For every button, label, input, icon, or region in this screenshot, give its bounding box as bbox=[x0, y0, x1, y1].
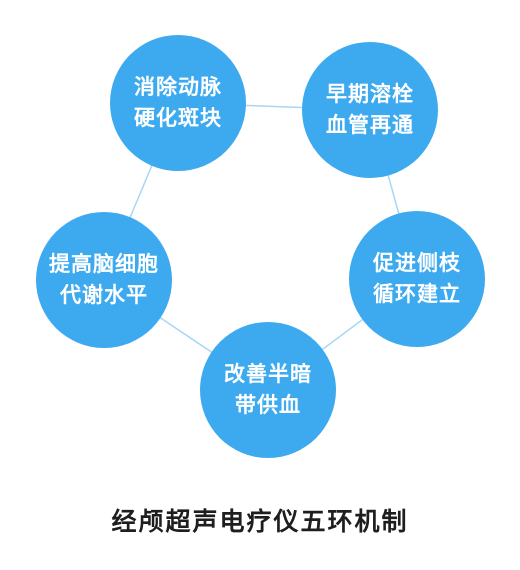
node-brain-metabolism: 提高脑细胞 代谢水平 bbox=[36, 212, 172, 348]
node-label-line-1: 早期溶栓 bbox=[326, 82, 414, 106]
node-label: 促进侧枝 循环建立 bbox=[373, 248, 461, 310]
node-label-line-1: 促进侧枝 bbox=[373, 251, 461, 275]
node-collateral-circulation: 促进侧枝 循环建立 bbox=[349, 211, 485, 347]
node-label-line-2: 循环建立 bbox=[373, 282, 461, 306]
node-label-line-2: 代谢水平 bbox=[60, 283, 148, 307]
node-label: 消除动脉 硬化斑块 bbox=[134, 72, 222, 134]
node-penumbra-perfusion: 改善半暗 带供血 bbox=[200, 322, 336, 458]
node-label-line-2: 血管再通 bbox=[326, 113, 414, 137]
node-label: 提高脑细胞 代谢水平 bbox=[49, 249, 159, 311]
node-label-line-1: 消除动脉 bbox=[134, 75, 222, 99]
node-label: 早期溶栓 血管再通 bbox=[326, 79, 414, 141]
node-remove-plaque: 消除动脉 硬化斑块 bbox=[110, 35, 246, 171]
node-label: 改善半暗 带供血 bbox=[224, 359, 312, 421]
node-label-line-1: 提高脑细胞 bbox=[49, 252, 159, 276]
node-label-line-2: 带供血 bbox=[235, 393, 301, 417]
node-early-thrombolysis: 早期溶栓 血管再通 bbox=[302, 42, 438, 178]
node-label-line-1: 改善半暗 bbox=[224, 362, 312, 386]
node-label-line-2: 硬化斑块 bbox=[134, 106, 222, 130]
diagram-caption: 经颅超声电疗仪五环机制 bbox=[111, 507, 409, 536]
